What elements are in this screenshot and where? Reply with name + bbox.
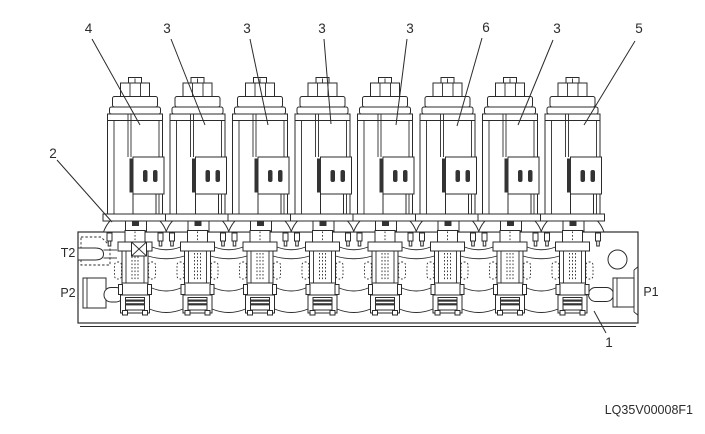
leader-line	[323, 38, 332, 125]
leader-line	[583, 40, 636, 126]
leader-lines	[56, 37, 636, 334]
callout-label-1: 4	[85, 21, 93, 36]
callout-label-5: 3	[406, 21, 414, 36]
port-label-t2: T2	[61, 246, 76, 260]
callout-label-2: 3	[163, 21, 171, 36]
port-label-p2: P2	[60, 286, 75, 300]
manifold-block	[77, 231, 639, 327]
port-p1	[588, 277, 635, 308]
leader-line	[517, 39, 554, 126]
check-valve-symbol	[131, 241, 147, 257]
leader-line	[56, 159, 113, 223]
bolt-hole	[607, 249, 628, 270]
callout-labels: 4 3 3 3 3 6 3 5 2 1	[49, 20, 643, 350]
leader-line	[249, 38, 269, 126]
leader-line	[593, 310, 607, 334]
callout-label-body: 2	[49, 146, 57, 161]
callout-label-6: 6	[482, 20, 490, 35]
callout-label-8: 5	[635, 21, 643, 36]
leader-line	[170, 38, 206, 126]
drawing-code: LQ35V00008F1	[605, 403, 693, 417]
callout-label-4: 3	[318, 21, 326, 36]
callout-label-block: 1	[605, 335, 613, 350]
port-label-p1: P1	[643, 285, 658, 299]
callout-label-7: 3	[553, 21, 561, 36]
leader-line	[91, 38, 141, 126]
leader-line	[395, 38, 408, 126]
callout-label-3: 3	[243, 21, 251, 36]
leader-line	[456, 37, 483, 127]
port-t2	[77, 247, 117, 261]
port-labels: T2 P2 P1	[60, 246, 658, 300]
